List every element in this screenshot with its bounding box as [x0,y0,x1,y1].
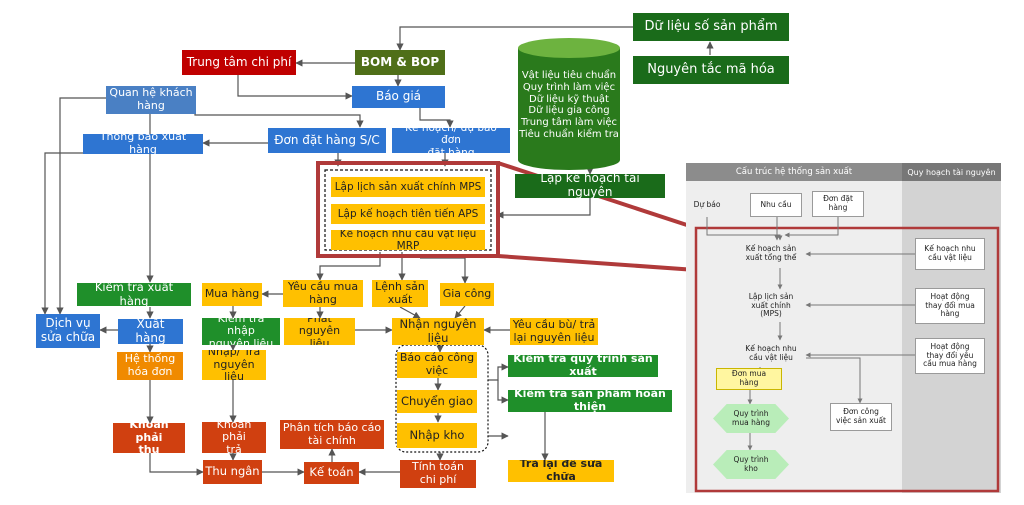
database-item: Vật liệu tiêu chuẩn [521,70,617,81]
kiem-tra-xuat-hang: Kiểm tra xuất hàng [77,283,191,306]
panel-quy-trinh-kho: Quy trình kho [713,450,789,479]
lenh-san-xuat: Lệnh sản xuất [372,280,428,307]
database-item: Trung tâm làm việc [520,117,618,129]
database-item: Dữ liệu gia công [528,105,610,117]
bao-gia: Báo giá [352,86,445,108]
kiem-tra-san-pham-hoan-thien: Kiểm tra sản phẩm hoàn thiện [508,390,672,412]
panel-hoat-dong-yeu-cau: Hoạt động thay đổi yêu cầu mua hàng [915,338,985,374]
phan-tich-bao-cao-tai-chinh: Phân tích báo cáo tài chính [280,420,384,449]
nguyen-tac-ma-hoa: Nguyên tắc mã hóa [633,56,789,84]
panel-hoat-dong-mua-hang: Hoạt động thay đổi mua hàng [915,288,985,324]
thu-ngan: Thu ngân [203,460,262,484]
khoan-phai-tra: Khoản phải trả [202,422,266,453]
ke-toan: Kế toán [304,462,359,484]
panel-nhu-cau: Nhu cầu [750,193,802,217]
lap-ke-hoach-tai-nguyen: Lập kế hoạch tài nguyên [515,174,665,198]
bom-bop: BOM & BOP [355,50,445,75]
lap-ke-hoach-aps: Lập kế hoạch tiên tiến APS [331,204,485,224]
thong-bao-xuat-hang: Thông báo xuất hàng [83,134,203,154]
khoan-phai-thu: Khoản phải thu [113,423,185,453]
panel-du-bao: Dự báo [693,199,721,209]
resource-planning-column [902,163,1001,493]
ke-hoach-mrp: Kế hoạch nhu cầu vật liệu MRP [331,230,485,250]
quan-he-khach-hang: Quan hệ khách hàng [106,86,196,114]
panel-ke-hoach-san-xuat: Kế hoạch sản xuất tổng thể [745,244,797,262]
don-dat-hang-sc: Đơn đặt hàng S/C [268,128,386,153]
ke-hoach-du-bao-don-dat-hang: Kế hoạch/ dự báo đơn đặt hàng [392,128,510,153]
database-item: Quy trình làm việc [522,81,616,93]
database-cylinder [518,38,620,170]
xuat-hang: Xuất hàng [118,319,183,344]
database-item: Tiêu chuẩn kiểm tra [519,128,619,140]
panel-lap-lich-mps: Lập lịch sản xuất chính (MPS) [748,292,794,319]
gia-cong: Gia công [440,283,494,306]
panel-don-dat-hang: Đơn đặt hàng [812,191,864,217]
yeu-cau-bu-tra-nguyen-lieu: Yêu cầu bù/ trả lại nguyên liệu [510,318,598,345]
kiem-tra-nhap-nguyen-lieu: Kiểm tra nhập nguyên liệu [202,318,280,345]
yeu-cau-mua-hang: Yêu cầu mua hàng [283,280,363,307]
mua-hang: Mua hàng [202,283,262,306]
database-item: Dữ liệu kỹ thuật [529,93,609,105]
panel-header-left: Cấu trúc hệ thống sản xuất [686,163,902,181]
lap-lich-mps: Lập lịch sản xuất chính MPS [331,177,485,197]
nhap-kho: Nhập kho [397,423,477,448]
kiem-tra-quy-trinh-san-xuat: Kiểm tra quy trình sản xuất [508,355,658,377]
panel-don-cong-viec: Đơn công việc sản xuất [830,403,892,431]
nhap-tra-nguyen-lieu: Nhập/ Trả nguyên liệu [202,350,266,380]
panel-quy-trinh-mua-hang: Quy trình mua hàng [713,404,789,433]
nhan-nguyen-lieu: Nhận nguyên liệu [392,318,484,345]
panel-ke-hoach-nhu-cau-vat-lieu-right: Kế hoạch nhu cầu vật liệu [915,238,985,270]
he-thong-hoa-don: Hệ thống hóa đơn [117,352,183,380]
panel-don-mua-hang: Đơn mua hàng [716,368,782,390]
du-lieu-so-san-pham: Dữ liệu số sản phẩm [633,13,789,41]
panel-ke-hoach-nhu-cau-vat-lieu: Kế hoạch nhu cầu vật liệu [745,344,797,362]
panel-header-right: Quy hoạch tài nguyên [902,163,1001,181]
database-items: Vật liệu tiêu chuẩn Quy trình làm việc D… [518,70,620,141]
phat-nguyen-lieu: Phát nguyên liệu [284,318,355,345]
chuyen-giao: Chuyển giao [397,390,477,413]
dich-vu-sua-chua: Dịch vụ sửa chữa [36,314,100,348]
trung-tam-chi-phi: Trung tâm chi phí [182,50,296,75]
bao-cao-cong-viec: Báo cáo công việc [397,352,477,378]
tra-lai-de-sua-chua: Trả lại để sửa chữa [508,460,614,482]
tinh-toan-chi-phi: Tính toán chi phí [400,460,476,488]
